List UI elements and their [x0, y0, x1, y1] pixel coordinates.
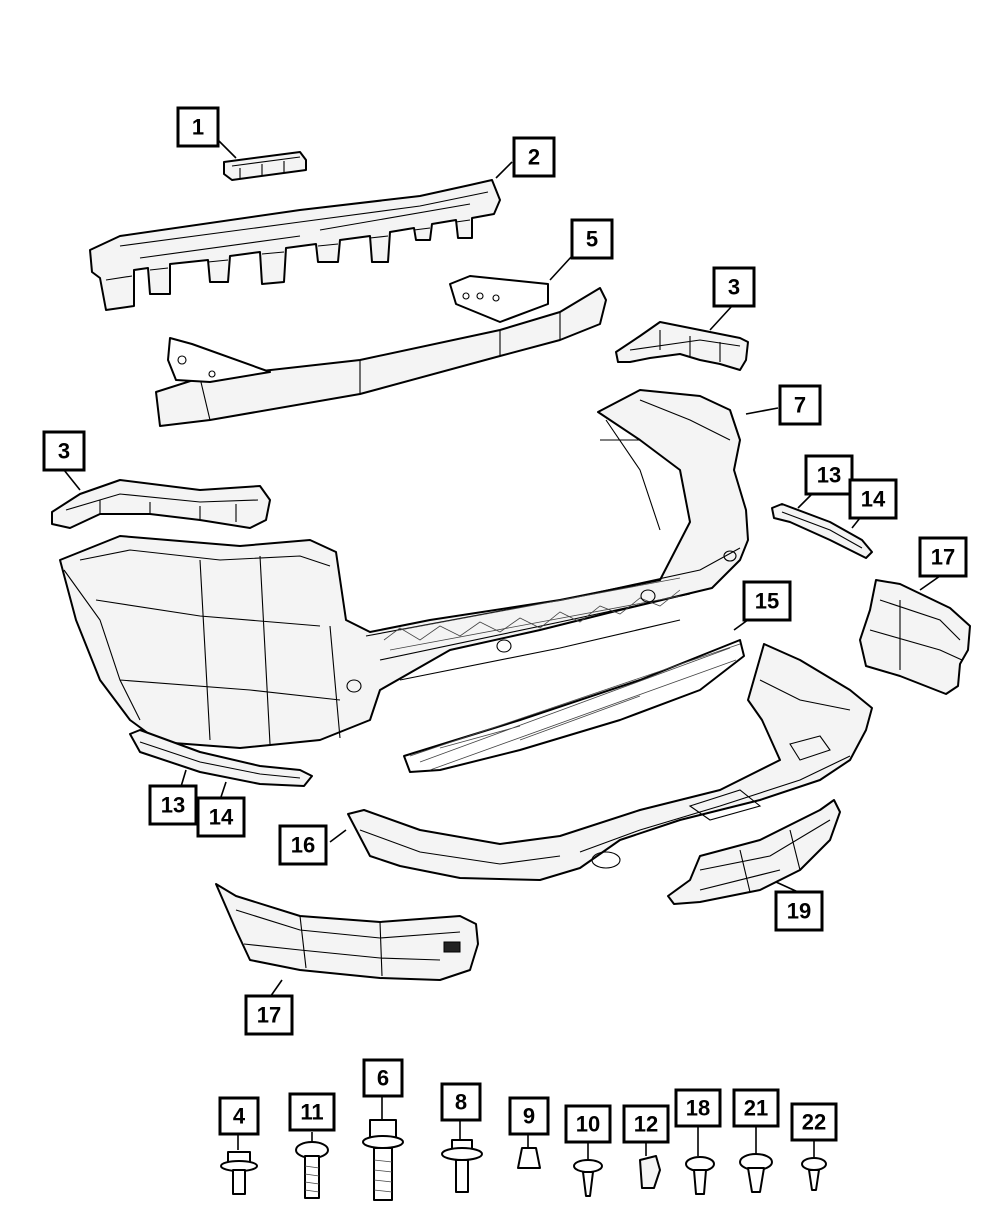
callout-13-right: 13: [804, 454, 854, 496]
callout-4: 4: [218, 1096, 260, 1136]
callout-9: 9: [508, 1096, 550, 1136]
part-1-bracket: [223, 151, 307, 181]
svg-text:18: 18: [686, 1096, 710, 1121]
part-13-14-right-molding: [771, 503, 873, 559]
svg-text:17: 17: [931, 545, 955, 570]
part-19-diffuser: [667, 799, 841, 905]
part-2-energy-absorber: [89, 179, 501, 311]
svg-text:16: 16: [291, 833, 315, 858]
callout-3-left: 3: [42, 430, 86, 472]
fastener-8: [441, 1139, 483, 1193]
part-17-right-end-cap: [859, 579, 971, 695]
svg-text:21: 21: [744, 1096, 768, 1121]
callout-2: 2: [512, 136, 556, 178]
svg-text:7: 7: [794, 393, 806, 418]
callout-22: 22: [790, 1102, 838, 1142]
callout-17-left: 17: [244, 994, 294, 1036]
svg-text:3: 3: [58, 439, 70, 464]
svg-text:4: 4: [233, 1104, 246, 1129]
svg-text:17: 17: [257, 1003, 281, 1028]
svg-text:5: 5: [586, 227, 598, 252]
callout-8: 8: [440, 1082, 482, 1122]
part-7-bumper-fascia: [59, 389, 749, 749]
svg-text:2: 2: [528, 145, 540, 170]
callout-6: 6: [362, 1058, 404, 1098]
part-15-mesh-panel: [403, 639, 745, 773]
svg-text:3: 3: [728, 275, 740, 300]
fastener-18: [685, 1156, 715, 1195]
fastener-22: [801, 1157, 827, 1191]
callout-3-right: 3: [712, 266, 756, 308]
fastener-10: [573, 1159, 603, 1197]
svg-text:8: 8: [455, 1090, 467, 1115]
fastener-11: [295, 1141, 329, 1199]
svg-text:13: 13: [817, 463, 841, 488]
part-17-left-end-cap: [215, 883, 479, 981]
svg-text:14: 14: [209, 805, 234, 830]
svg-text:22: 22: [802, 1110, 826, 1135]
svg-text:19: 19: [787, 899, 811, 924]
callout-12: 12: [622, 1104, 670, 1144]
fastener-12: [639, 1155, 661, 1189]
callout-13-left: 13: [148, 784, 198, 826]
callout-19: 19: [774, 890, 824, 932]
svg-text:1: 1: [192, 115, 204, 140]
callout-11: 11: [288, 1092, 336, 1132]
svg-text:14: 14: [861, 487, 886, 512]
svg-text:6: 6: [377, 1066, 389, 1091]
svg-text:15: 15: [755, 589, 779, 614]
callout-14-left: 14: [196, 796, 246, 838]
svg-text:11: 11: [300, 1100, 323, 1125]
callout-5: 5: [570, 218, 614, 260]
callout-1: 1: [176, 106, 220, 148]
svg-text:9: 9: [523, 1104, 535, 1129]
callout-15: 15: [742, 580, 792, 622]
part-3-right-bracket: [615, 321, 749, 371]
callout-18: 18: [674, 1088, 722, 1128]
callout-7: 7: [778, 384, 822, 426]
fastener-4: [220, 1151, 258, 1195]
callout-14-right: 14: [848, 478, 898, 520]
leader-lines: [63, 139, 941, 1160]
callout-21: 21: [732, 1088, 780, 1128]
callout-10: 10: [564, 1104, 612, 1144]
callout-17-right: 17: [918, 536, 968, 578]
callout-16: 16: [278, 824, 328, 866]
svg-text:12: 12: [634, 1112, 658, 1137]
fastener-6: [362, 1119, 404, 1201]
svg-text:13: 13: [161, 793, 185, 818]
part-16-lower-valance: [347, 643, 873, 881]
part-5-reinforcement-beam: [155, 275, 607, 427]
part-13-14-left-molding: [129, 729, 313, 787]
svg-text:10: 10: [576, 1112, 600, 1137]
part-3-left-bracket: [51, 479, 271, 529]
fastener-9: [517, 1147, 541, 1169]
fastener-21: [739, 1153, 773, 1193]
